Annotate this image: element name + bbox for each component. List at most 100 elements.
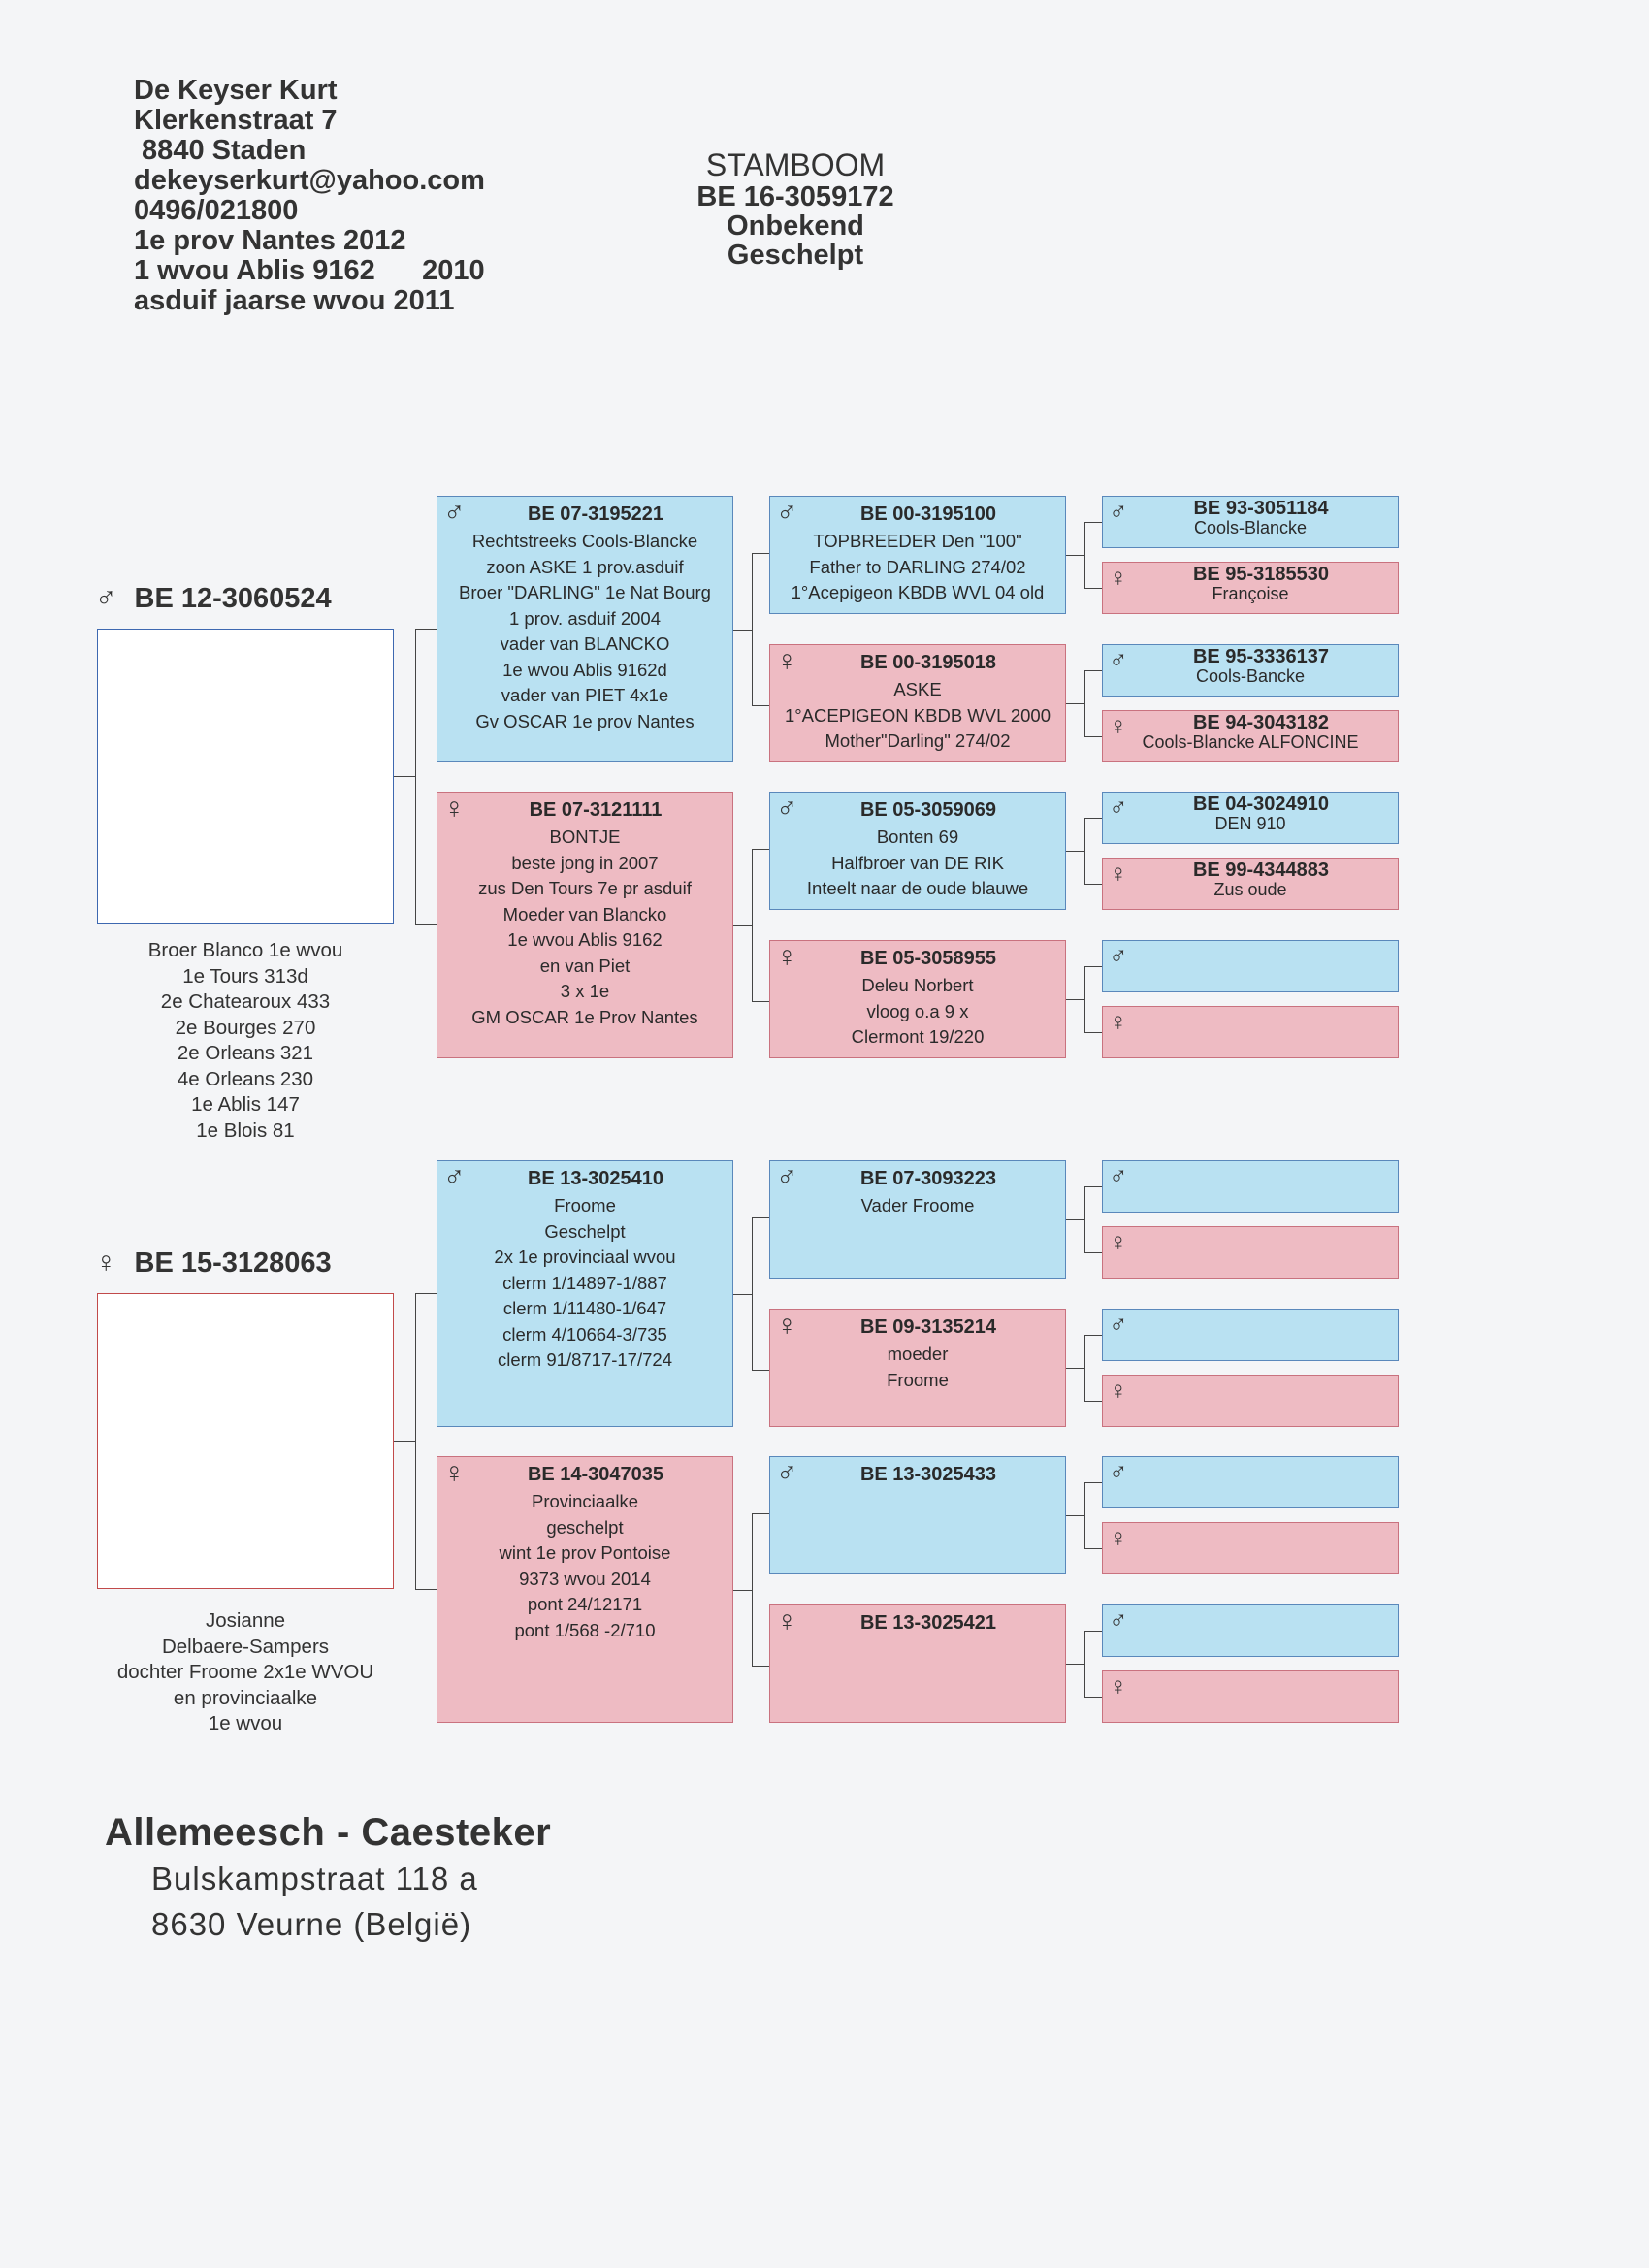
connector-line (752, 1217, 769, 1218)
connector-line (1084, 1401, 1102, 1402)
pedigree-note: zus Den Tours 7e pr asduif (478, 878, 692, 898)
pedigree-note: clerm 1/11480-1/647 (502, 1298, 667, 1318)
sire-note: Broer Blanco 1e wvou (147, 939, 343, 961)
ring-number: BE 04-3024910 (1192, 794, 1330, 815)
connector-line (1084, 670, 1102, 671)
connector-line (1084, 1548, 1102, 1549)
great-grandparent-card: ♀ (1102, 1670, 1399, 1723)
pedigree-note: Gv OSCAR 1e prov Nantes (475, 710, 695, 731)
connector-line (752, 553, 753, 705)
connector-line (1084, 818, 1102, 819)
connector-line (752, 849, 753, 1001)
ring-number: BE 07-3093223 (859, 1168, 997, 1189)
pedigree-title: STAMBOOM BE 16-3059172 Onbekend Geschelp… (640, 147, 951, 270)
connector-line (1084, 1482, 1102, 1483)
pedigree-note: Bonten 69 (876, 826, 959, 847)
connector-line (1084, 966, 1085, 1032)
pedigree-note: clerm 4/10664-3/735 (502, 1323, 667, 1345)
male-icon: ♂ (1109, 1161, 1128, 1190)
female-icon: ♀ (776, 1310, 798, 1342)
great-grandparent-card: ♀ (1102, 1522, 1399, 1574)
pedigree-note: clerm 91/8717-17/724 (498, 1349, 672, 1370)
dam-note: Delbaere-Sampers (161, 1635, 330, 1658)
male-icon: ♂ (776, 793, 798, 825)
ring-number: BE 13-3025421 (859, 1612, 997, 1634)
breeder-name: De Keyser Kurt (134, 75, 338, 106)
male-icon: ♂ (776, 1457, 798, 1489)
pedigree-note: Clermont 19/220 (851, 1026, 985, 1047)
pedigree-note: 3 x 1e (560, 981, 610, 1001)
pedigree-note: vloog o.a 9 x (866, 1000, 969, 1021)
pedigree-note: 1 prov. asduif 2004 (509, 607, 661, 629)
female-icon: ♀ (1109, 1376, 1128, 1405)
female-icon: ♀ (443, 1457, 466, 1489)
grandparent-card: ♂BE 13-3025433 (769, 1456, 1066, 1574)
connector-line (752, 1370, 769, 1371)
ring-number: BE 07-3121111 (529, 799, 663, 821)
female-icon: ♀ (1109, 1007, 1128, 1036)
dam-notes: Josianne Delbaere-Sampers dochter Froome… (78, 1608, 413, 1737)
great-grandparent-card: ♂ (1102, 1456, 1399, 1508)
male-icon: ♂ (1109, 645, 1128, 674)
pedigree-note: zoon ASKE 1 prov.asduif (486, 556, 684, 577)
ring-number: BE 05-3058955 (859, 948, 997, 969)
connector-line (733, 1590, 752, 1591)
male-icon: ♂ (1109, 941, 1128, 970)
breeder-email: dekeyserkurt@yahoo.com (134, 165, 485, 196)
breeder-result-1: 1e prov Nantes 2012 (134, 225, 406, 256)
pedigree-note: pont 1/568 -2/710 (514, 1619, 656, 1640)
sire-note: 2e Orleans 321 (177, 1042, 314, 1064)
connector-line (1084, 884, 1102, 885)
ring-number: BE 05-3059069 (859, 799, 997, 821)
connector-line (415, 924, 436, 925)
pedigree-note: Father to DARLING 274/02 (809, 556, 1026, 577)
connector-line (733, 1294, 752, 1295)
pedigree-note: 1e wvou Ablis 9162d (502, 659, 667, 680)
owner-name: Allemeesch - Caesteker (105, 1811, 552, 1854)
ring-number: BE 09-3135214 (859, 1316, 997, 1338)
breeder-result-2: 1 wvou Ablis 9162 2010 (134, 255, 485, 286)
male-icon: ♂ (1109, 1457, 1128, 1486)
pedigree-note: Françoise (1212, 584, 1289, 603)
ring-number: BE 00-3195100 (859, 503, 997, 525)
pedigree-note: Froome (887, 1369, 949, 1390)
connector-line (1066, 703, 1084, 704)
male-icon: ♂ (1109, 497, 1128, 526)
connector-line (1084, 1252, 1102, 1253)
connector-line (1084, 1032, 1102, 1033)
connector-line (1066, 1515, 1084, 1516)
pedigree-note: Provinciaalke (531, 1491, 639, 1511)
grandparent-card: ♀BE 13-3025421 (769, 1604, 1066, 1723)
pedigree-note: 2x 1e provinciaal wvou (494, 1247, 676, 1267)
pedigree-note: wint 1e prov Pontoise (499, 1542, 671, 1563)
great-grandparent-card: ♂ (1102, 1160, 1399, 1213)
connector-line (1066, 851, 1084, 852)
pedigree-note: 1°Acepigeon KBDB WVL 04 old (791, 582, 1045, 602)
female-icon: ♀ (1109, 859, 1128, 888)
connector-line (415, 629, 416, 924)
female-icon: ♀ (1109, 711, 1128, 740)
dam-note: Josianne (205, 1609, 286, 1632)
pedigree-note: Cools-Blancke ALFONCINE (1142, 732, 1359, 752)
pedigree-note: geschelpt (546, 1516, 624, 1538)
connector-line (1084, 1631, 1085, 1697)
pedigree-note: vader van PIET 4x1e (501, 685, 669, 705)
connector-line (394, 1441, 415, 1442)
female-icon: ♀ (1109, 563, 1128, 592)
male-icon: ♂ (95, 582, 117, 614)
ring-number: BE 99-4344883 (1192, 859, 1330, 881)
sire-note: 2e Chatearoux 433 (160, 990, 331, 1013)
connector-line (1066, 555, 1084, 556)
connector-line (1084, 522, 1085, 588)
pedigree-note: clerm 1/14897-1/887 (502, 1272, 667, 1293)
breeder-city: 8840 Staden (134, 135, 307, 166)
sire-note: 1e Blois 81 (196, 1118, 295, 1142)
great-grandparent-card: ♂ (1102, 940, 1399, 992)
